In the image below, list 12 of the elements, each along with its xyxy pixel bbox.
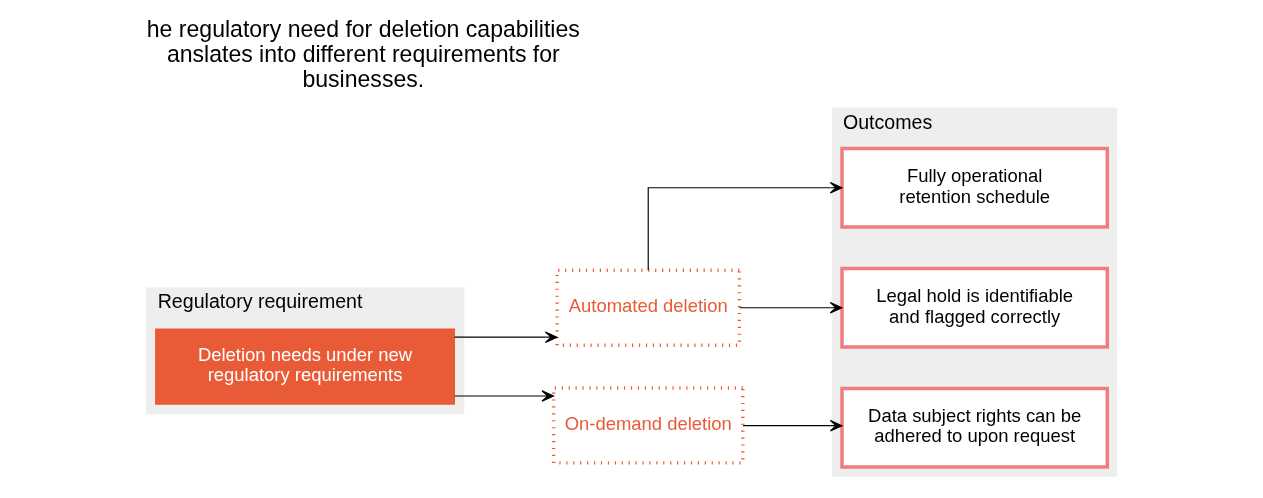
diagram-title: he regulatory need for deletion capabilities anslates into different requirements for businesses. <box>146 15 580 92</box>
arrow <box>454 330 558 343</box>
node-box: Fully operational retention schedule <box>840 146 1110 229</box>
node-box: Legal hold is identifiable and flagged correctly <box>840 266 1110 349</box>
arrow <box>454 389 555 402</box>
node-box: On-demand deletion <box>551 385 745 465</box>
arrow <box>742 419 843 431</box>
node-box: Automated deletion <box>555 268 742 347</box>
node-box: Data subject rights can be adhered to upon request <box>840 386 1110 469</box>
arrow <box>739 301 843 313</box>
node-box: Deletion needs under new regulatory requirements <box>155 328 455 405</box>
arrow <box>647 181 843 271</box>
